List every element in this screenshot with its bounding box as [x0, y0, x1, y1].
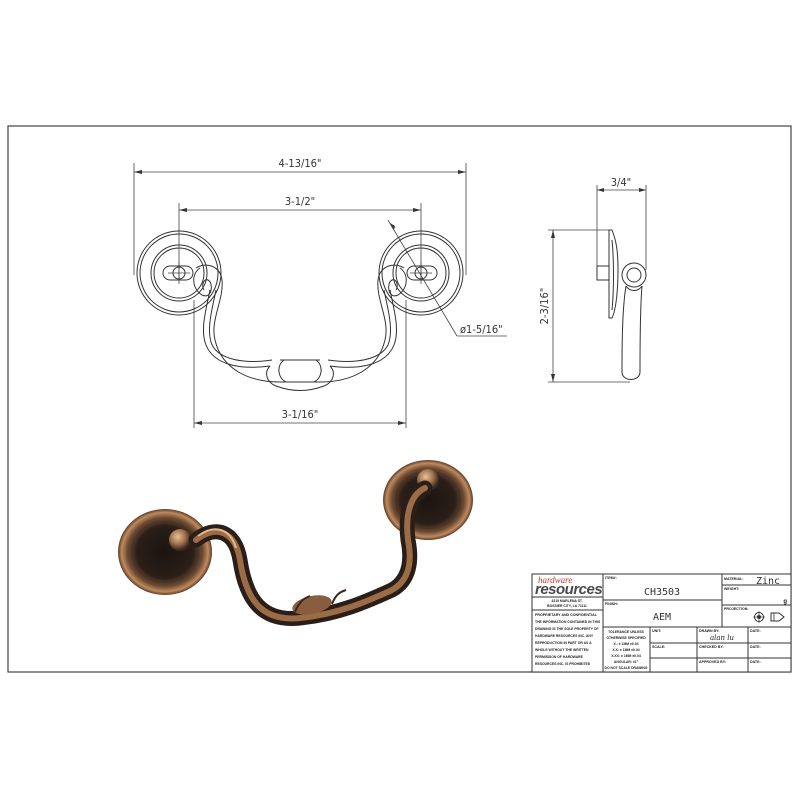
address-line-1: 4319 MARLENA ST.	[551, 599, 583, 603]
address-line-2: BOSSIER CITY, LA 71111	[547, 604, 587, 608]
drawn-by-signature: alan lu	[710, 634, 735, 642]
tolerance-line: DO NOT SCALE DRAWING	[605, 666, 648, 670]
dim-backplate-diameter: ø1-5/16"	[460, 323, 503, 336]
dim-height: 2-3/16"	[538, 288, 551, 325]
unit-label: UNIT:	[652, 629, 661, 633]
weight-unit: g	[783, 599, 787, 605]
approved-by-label: APPROVED BY:	[699, 660, 726, 664]
dim-center-to-center: 3-1/2"	[285, 195, 315, 208]
brand-top-text: hardware	[538, 575, 572, 585]
finish-label: FINISH:	[605, 602, 618, 606]
tolerance-line: X.: ± 1MM ±0.04	[613, 642, 638, 646]
confidential-header: PROPRIETARY AND CONFIDENTIAL	[535, 613, 598, 617]
tolerance-line: X.X: ± 1MM ±0.04	[612, 648, 639, 652]
tolerance-line: X.XX: ± 1MM ±0.04	[611, 654, 641, 658]
date-label: DATE:	[750, 660, 761, 664]
title-block: hardware resources 4319 MARLENA ST. BOSS…	[531, 573, 792, 673]
product-photo	[118, 460, 473, 626]
drawn-by-label: DRAWN BY:	[699, 629, 720, 633]
item-number: CH3503	[644, 587, 680, 598]
tolerance-line: OTHERWISE SPECIFIED	[606, 636, 646, 640]
checked-by-label: CHECKED BY:	[699, 645, 724, 649]
brand-logo-text: resources	[535, 581, 602, 598]
tolerance-line: TOLERANCE UNLESS	[608, 630, 644, 634]
date-label: DATE:	[750, 645, 761, 649]
date-label: DATE:	[750, 629, 761, 633]
projection-label: PROJECTION:	[724, 607, 749, 611]
sheet-border	[7, 125, 792, 673]
confidential-line: WHOLE WITHOUT THE WRITTEN	[535, 648, 589, 652]
scale-label: SCALE:	[652, 645, 665, 649]
side-view: 3/4" 2-3/16"	[538, 176, 647, 383]
weight-label: WEIGHT:	[724, 587, 739, 591]
finish-value: AEM	[653, 612, 671, 623]
dim-inner-width: 3-1/16"	[282, 408, 319, 421]
confidential-line: REPRODUCTION IN PART OR AS A	[535, 641, 592, 645]
dim-projection: 3/4"	[611, 176, 631, 189]
tolerance-line: ANGULAR: ±1°	[614, 660, 639, 664]
material-label: MATERIAL:	[724, 577, 744, 581]
confidential-line: THE INFORMATION CONTAINED IN THIS	[535, 620, 601, 624]
first-angle-projection-icon	[753, 611, 785, 623]
material-value: Zinc	[756, 576, 780, 587]
dim-overall-width: 4-13/16"	[279, 157, 322, 170]
front-view: 4-13/16" 3-1/2" 3-1/16" ø1-5/16"	[133, 157, 507, 428]
item-label: ITEM#:	[605, 576, 617, 580]
confidential-line: RESOURCES INC. IS PROHIBITED	[535, 662, 591, 666]
confidential-line: PERMISSION OF HARDWARE	[535, 655, 584, 659]
confidential-line: HARDWARE RESOURCES INC. ANY	[535, 634, 594, 638]
confidential-line: DRAWING IS THE SOLE PROPERTY OF	[535, 627, 599, 631]
